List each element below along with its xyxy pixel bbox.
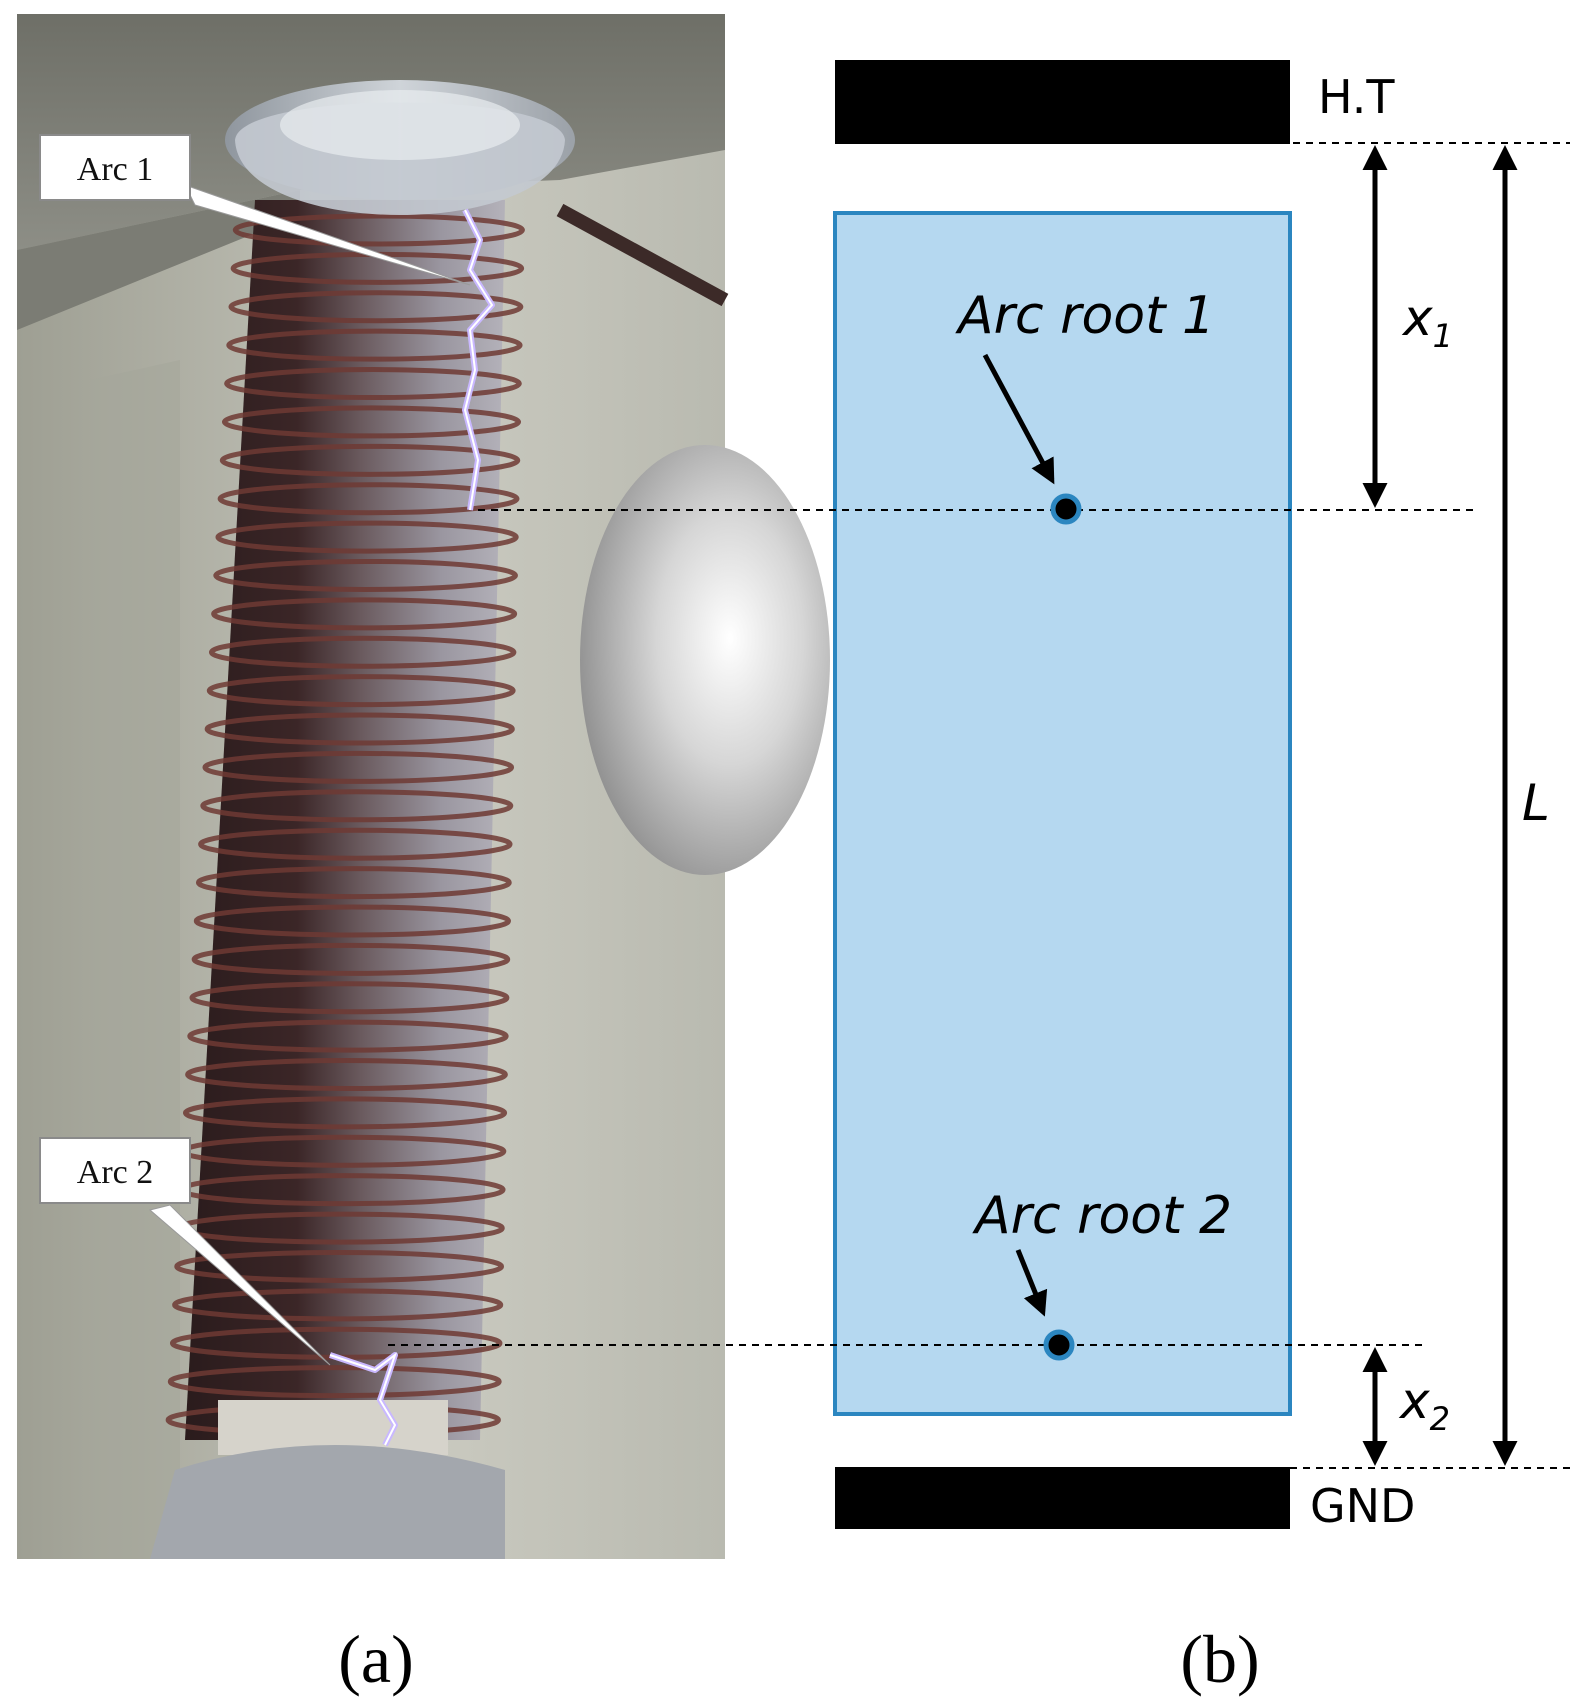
insulator-shed [208,635,517,669]
x2-label: x2 [1398,1372,1450,1438]
arc-2-callout-label: Arc 2 [77,1154,153,1191]
panel-a-photo: Arc 1 Arc 2 [17,14,830,1559]
panel-b-caption: (b) [1180,1621,1259,1697]
insulator-shed [211,597,518,631]
arc-1-callout-label: Arc 1 [77,151,153,188]
insulator-shed [189,981,510,1015]
arc-root-2-dot [1043,1329,1075,1361]
insulator-shed [215,520,519,554]
insulator-shed [172,1288,504,1322]
ht-electrode-label: H.T [1318,70,1395,124]
x1-label-base: x [1401,289,1433,347]
insulator-shed [202,750,515,784]
insulator-shed [221,405,522,439]
insulator-shed [232,213,525,247]
arc-1-callout-box [39,134,191,201]
insulator-shed [193,904,511,938]
insulator-shed [174,1249,504,1283]
insulator-shed [198,827,513,861]
panel-a-caption: (a) [338,1621,413,1697]
panel-b-schematic: H.T GND Arc root 1 Arc root 2 x1 x2 L [388,60,1570,1533]
insulator-shed [213,558,518,592]
insulator-sheds [165,213,525,1437]
insulator-rectangle [833,211,1292,1416]
insulator-shed [167,1365,502,1399]
insulator-shed [206,674,516,708]
x2-label-sub: 2 [1430,1400,1450,1438]
insulator-shed [182,1096,508,1130]
arc-root-1-arrow [982,353,1055,485]
x1-label: x1 [1401,289,1453,355]
gnd-electrode-label: GND [1310,1479,1415,1533]
arc-2-callout-box [39,1137,191,1204]
insulator-shed [204,712,515,746]
ceiling-edge [17,190,300,330]
insulator-shed [228,290,524,324]
arc-2-core [329,1352,397,1446]
metal-sphere [580,445,830,875]
insulator-shed [224,367,522,401]
arc-root-2-label: Arc root 2 [972,1186,1232,1246]
insulator-shed [200,789,514,823]
insulator-shed [187,1019,509,1053]
x1-label-sub: 1 [1433,317,1453,355]
top-cap-inner [280,90,520,160]
insulator-shed [185,1058,508,1092]
arc-root-1-label: Arc root 1 [955,286,1215,346]
ht-electrode [835,60,1290,144]
support-rod [556,203,729,307]
L-label: L [1522,774,1550,832]
arc-1-core [463,209,494,511]
insulator-shed [219,443,521,477]
gnd-electrode [835,1467,1290,1529]
arc-root-2-arrow [1015,1249,1048,1317]
x2-label-base: x [1398,1372,1430,1430]
arc-root-1-dot [1050,493,1082,525]
insulator-shed [217,482,520,516]
insulator-shed [191,942,511,976]
insulator-shed [226,328,523,362]
bottom-fitting [150,1445,505,1559]
arc-2-callout-pointer [148,1204,331,1366]
wall-corner-shadow [90,360,180,1559]
insulator-shed [195,866,512,900]
